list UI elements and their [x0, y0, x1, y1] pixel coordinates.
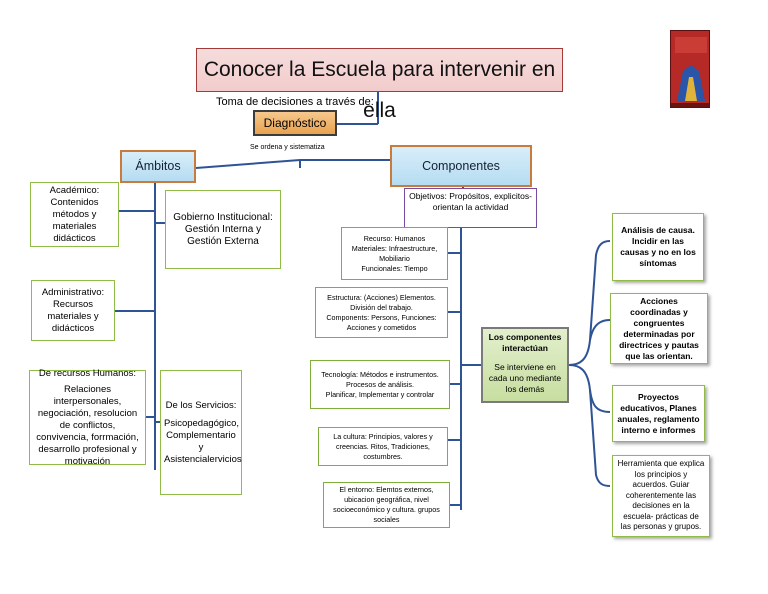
book-cover-image	[670, 30, 710, 108]
proyectos-box: Proyectos educativos, Planes anuales, re…	[612, 385, 705, 442]
servicios-box: De los Servicios: Psicopedagógico, Compl…	[160, 370, 242, 495]
recurso-box: Recurso: Humanos Materiales: Infraestruc…	[341, 227, 448, 280]
objetivos-box: Objetivos: Propósitos, explicitos- orien…	[404, 188, 537, 228]
recurso-line-1: Recurso: Humanos	[363, 233, 426, 243]
servicios-title: De los Servicios:	[165, 399, 237, 411]
interactuan-title: Los componentes interactúan	[488, 332, 562, 353]
componentes-box: Componentes	[390, 145, 532, 187]
herramienta-box: Herramienta que explica los principios y…	[612, 455, 710, 537]
recursos-humanos-box: De recursos Humanos: Relaciones interper…	[29, 367, 146, 467]
administrativo-box: Administrativo: Recursos materiales y di…	[31, 280, 115, 341]
tecnologia-box: Tecnología: Métodos e instrumentos. Proc…	[310, 360, 450, 409]
diagnostico-box: Diagnóstico	[253, 110, 337, 136]
interactuan-box: Los componentes interactúan Se intervien…	[481, 327, 569, 403]
tecnologia-line-2: Procesos de análisis.	[346, 379, 414, 389]
servicios-body: Psicopedagógico, Complementario y Asiste…	[164, 417, 242, 465]
academico-box: Académico: Contenidos métodos y material…	[30, 182, 119, 247]
estructura-line-1: Estructura: (Acciones) Elementos. Divisi…	[327, 292, 436, 312]
tecnologia-line-3: Planificar, Implementar y controlar	[325, 389, 435, 399]
interactuan-body: Se interviene en cada uno mediante los d…	[488, 362, 562, 394]
administrativo-line: Recursos materiales y didácticos	[47, 298, 99, 334]
main-title: Conocer la Escuela para intervenir en el…	[196, 48, 563, 122]
administrativo-title: Administrativo:	[41, 286, 105, 298]
academico-line-2: métodos y materiales didácticos	[52, 208, 97, 244]
recurso-line-3: Funcionales: Tiempo	[361, 263, 428, 273]
estructura-box: Estructura: (Acciones) Elementos. Divisi…	[315, 287, 448, 338]
estructura-line-2: Components: Persons, Funciones: Acciones…	[326, 312, 437, 332]
book-cover-art	[671, 31, 709, 107]
recursos-humanos-body: Relaciones interpersonales, negociación,…	[36, 383, 139, 467]
analisis-box: Análisis de causa. Incidir en las causas…	[612, 213, 704, 281]
gobierno-box: Gobierno Institucional: Gestión Interna …	[165, 190, 281, 269]
tecnologia-line-1: Tecnología: Métodos e instrumentos.	[321, 369, 439, 379]
cultura-box: La cultura: Principios, valores y creenc…	[318, 427, 448, 466]
ordena-label: Se ordena y sistematiza	[250, 144, 325, 151]
ambitos-box: Ámbitos	[120, 150, 196, 183]
academico-line-1: Contenidos	[50, 196, 99, 208]
recursos-humanos-title: De recursos Humanos:	[38, 367, 137, 379]
academico-title: Académico:	[49, 184, 100, 196]
entorno-box: El entorno: Elemtos externos, ubicacion …	[323, 482, 450, 528]
recurso-line-2: Materiales: Infraestructure, Mobiliario	[351, 243, 438, 263]
acciones-box: Acciones coordinadas y congruentes deter…	[610, 293, 708, 364]
toma-decisiones-label: Toma de decisiones a través de:	[216, 96, 374, 108]
